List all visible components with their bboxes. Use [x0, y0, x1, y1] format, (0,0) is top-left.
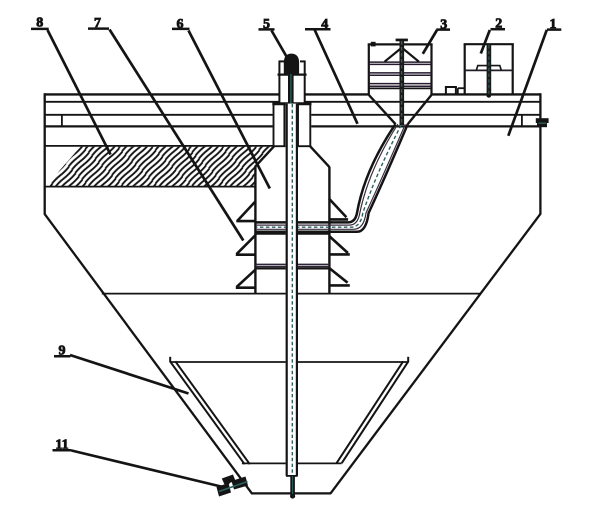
svg-text:9: 9	[59, 344, 66, 359]
svg-text:4: 4	[321, 17, 328, 32]
svg-text:7: 7	[94, 16, 101, 31]
svg-text:6: 6	[177, 17, 184, 32]
svg-text:1: 1	[550, 17, 557, 32]
svg-text:2: 2	[495, 17, 502, 32]
svg-text:11: 11	[55, 438, 68, 453]
svg-text:3: 3	[440, 18, 447, 33]
svg-text:5: 5	[263, 17, 270, 32]
svg-text:8: 8	[36, 16, 43, 31]
